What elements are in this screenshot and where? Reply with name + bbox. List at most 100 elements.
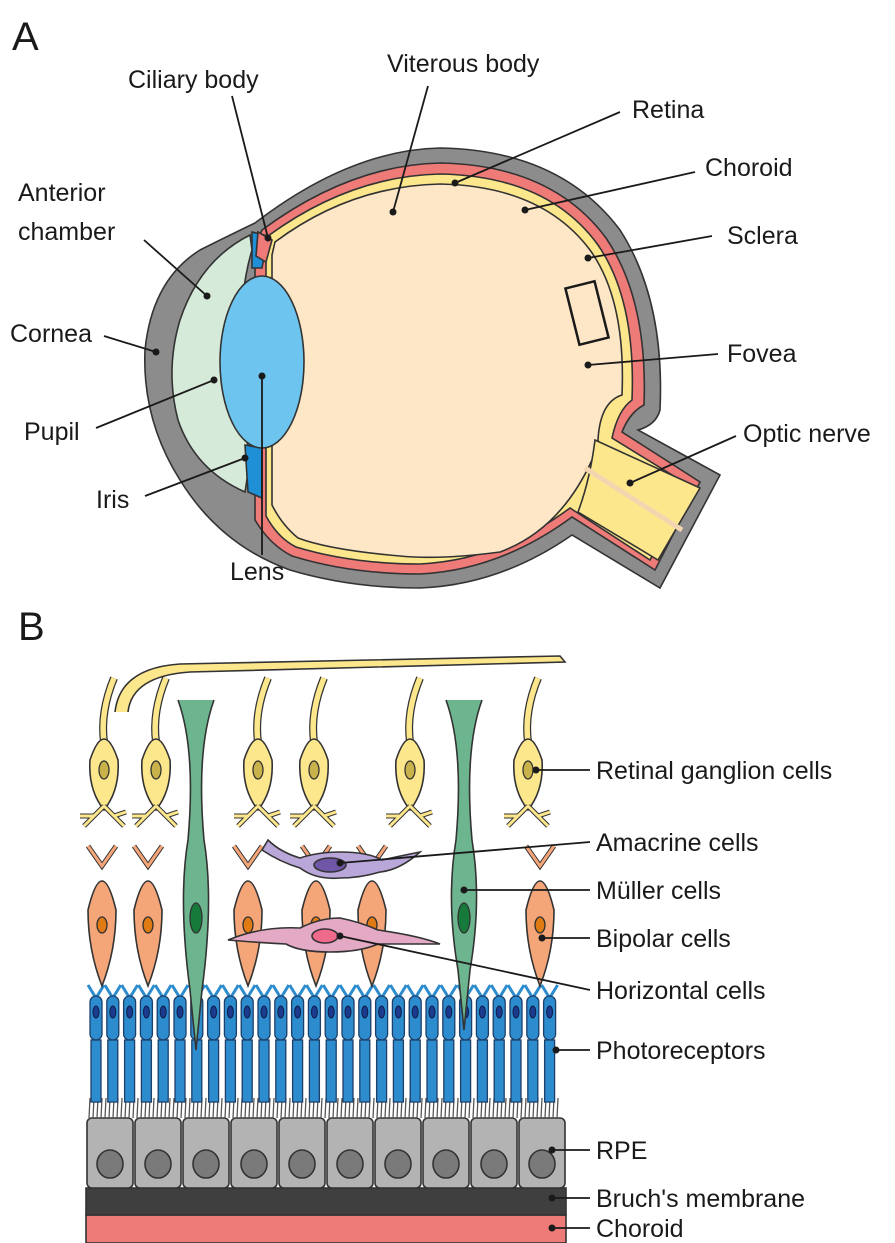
rpe-nucleus [241, 1150, 267, 1178]
bipolar-cell [526, 846, 554, 986]
ganglion-cell [290, 678, 336, 826]
photoreceptor-cell [122, 985, 138, 1102]
label-cornea: Cornea [10, 320, 92, 348]
rpe-nucleus [145, 1150, 171, 1178]
outer-segment-hair [221, 1098, 222, 1118]
photoreceptor-cell [88, 985, 104, 1102]
muller-glial-cell [446, 700, 482, 1030]
outer-segment-hair [273, 1098, 274, 1118]
label-bipolar-cells: Bipolar cells [596, 925, 731, 953]
label-retinal-ganglion-cells: Retinal ganglion cells [596, 757, 832, 785]
outer-segment-hair [153, 1098, 154, 1118]
ganglion-cell [504, 678, 550, 826]
rpe-nucleus [337, 1150, 363, 1178]
label-choroid-a: Choroid [705, 154, 793, 182]
ganglion-cell [132, 678, 178, 826]
label-fovea: Fovea [727, 340, 797, 368]
label-rpe: RPE [596, 1137, 647, 1165]
label-photoreceptors: Photoreceptors [596, 1037, 766, 1065]
panel-a-eye-cross-section: A [10, 15, 871, 588]
label-sclera: Sclera [727, 222, 798, 250]
outer-segment-hair [321, 1098, 322, 1118]
outer-segment-hair [337, 1098, 338, 1118]
outer-segment-hair [421, 1098, 422, 1118]
panel-b-letter: B [18, 605, 45, 649]
outer-segment-hair [441, 1098, 442, 1118]
outer-segment-hair [525, 1098, 526, 1118]
outer-segment-hair [173, 1098, 174, 1118]
outer-segment-hair [137, 1098, 138, 1118]
label-pupil: Pupil [24, 418, 80, 446]
outer-segment-hair [457, 1098, 458, 1118]
label-lens: Lens [230, 558, 284, 586]
choroid-band [86, 1215, 566, 1243]
label-optic-nerve: Optic nerve [743, 420, 871, 448]
photoreceptor-cell [357, 985, 373, 1102]
ganglion-cell [234, 678, 280, 826]
outer-segment-hair [341, 1098, 342, 1118]
outer-segment-hair [257, 1098, 258, 1118]
outer-segment-hair [89, 1098, 90, 1118]
photoreceptor-cell [491, 985, 507, 1102]
label-bruchs-membrane: Bruch's membrane [596, 1185, 805, 1213]
rpe-nucleus [529, 1150, 555, 1178]
outer-segment-hair [405, 1098, 406, 1118]
panel-b-retina-layers: B [18, 605, 832, 1243]
photoreceptor-cell [138, 985, 154, 1102]
rpe-cell-row [87, 1118, 565, 1188]
rpe-nucleus [385, 1150, 411, 1178]
outer-segment-hair [169, 1098, 170, 1118]
label-amacrine-cells: Amacrine cells [596, 829, 759, 857]
label-iris: Iris [96, 486, 129, 514]
photoreceptor-cell [525, 985, 541, 1102]
rpe-nucleus [289, 1150, 315, 1178]
rpe-nucleus [481, 1150, 507, 1178]
outer-segment-hair [289, 1098, 290, 1118]
outer-segment-hair [205, 1098, 206, 1118]
photoreceptor-cell [306, 985, 322, 1102]
photoreceptor-cell [256, 985, 272, 1102]
outer-segment-hair [505, 1098, 506, 1118]
iris-lower-shape [245, 445, 262, 498]
outer-segment-hair [389, 1098, 390, 1118]
photoreceptor-cell [206, 985, 222, 1102]
photoreceptor-cell [239, 985, 255, 1102]
photoreceptor-cell [323, 985, 339, 1102]
rpe-nucleus [193, 1150, 219, 1178]
outer-segment-hair [541, 1098, 542, 1118]
bipolar-cell [134, 846, 162, 986]
outer-segment-hair [357, 1098, 358, 1118]
outer-segment-hair [189, 1098, 190, 1118]
label-horizontal-cells: Horizontal cells [596, 977, 766, 1005]
photoreceptor-cell [222, 985, 238, 1102]
photoreceptor-cell [474, 985, 490, 1102]
photoreceptor-cell [340, 985, 356, 1102]
label-choroid-b: Choroid [596, 1215, 684, 1243]
photoreceptor-cell [172, 985, 188, 1102]
bipolar-cell [234, 846, 262, 986]
outer-segment-hair [489, 1098, 490, 1118]
outer-segment-hair [253, 1098, 254, 1118]
photoreceptor-cell [374, 985, 390, 1102]
outer-segment-hair [237, 1098, 238, 1118]
label-viterous-body: Viterous body [387, 50, 540, 78]
photoreceptor-cell [424, 985, 440, 1102]
label-anterior-line2: chamber [18, 218, 115, 246]
photoreceptor-cell [273, 985, 289, 1102]
photoreceptor-cell [542, 985, 558, 1102]
photoreceptor-cell [508, 985, 524, 1102]
outer-segment-hair [425, 1098, 426, 1118]
outer-segment-hair [121, 1098, 122, 1118]
outer-segment-hair [305, 1098, 306, 1118]
outer-segment-hair [557, 1098, 558, 1118]
photoreceptor-cell [390, 985, 406, 1102]
label-ciliary-body: Ciliary body [128, 66, 259, 94]
outer-segment-hair [105, 1098, 106, 1118]
outer-segment-hair [509, 1098, 510, 1118]
label-muller-cells: Müller cells [596, 877, 721, 905]
horizontal-nucleus [312, 929, 338, 943]
label-anterior-line1: Anterior [18, 179, 106, 207]
label-retina: Retina [632, 96, 704, 124]
